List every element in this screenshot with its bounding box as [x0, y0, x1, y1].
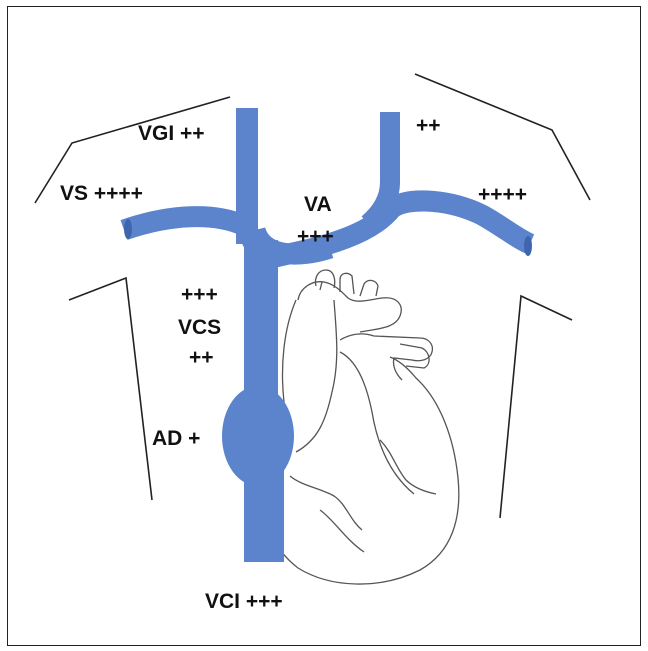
- pulmonary-artery-2: [400, 344, 429, 368]
- inferior-vena-cava: [244, 470, 284, 562]
- label-vs: VS ++++: [60, 182, 143, 205]
- heart-outline: [267, 270, 459, 584]
- pulmonary-artery: [340, 334, 432, 380]
- heart-vessel-2: [380, 440, 436, 494]
- aorta-branch-2: [340, 273, 354, 294]
- jugular-right: [368, 112, 390, 224]
- thorax-outline: [35, 74, 590, 518]
- aorta-arch: [298, 282, 401, 332]
- aorta-branch-3: [360, 280, 378, 296]
- label-vcs-lower: ++: [189, 346, 214, 369]
- label-vcs: VCS: [178, 316, 221, 339]
- superior-vena-cava: [244, 240, 278, 400]
- vs-vein-end: [124, 219, 132, 239]
- label-va: VA: [304, 193, 332, 216]
- label-vgi: VGI ++: [138, 122, 205, 145]
- right-shoulder-line: [415, 74, 590, 200]
- label-vci: VCI +++: [205, 590, 283, 613]
- heart-vessel-1: [290, 476, 362, 530]
- jugular-left: [236, 108, 258, 244]
- right-vein-end: [524, 236, 532, 256]
- aorta-branch-1: [315, 270, 334, 290]
- heart-vessel-3: [320, 510, 364, 552]
- label-va-grade: +++: [297, 225, 334, 248]
- label-left-upper: ++: [416, 114, 441, 137]
- label-ad: AD +: [152, 427, 200, 450]
- heart-inner-1: [296, 300, 337, 452]
- grade-labels: VGI ++ VS ++++ VA +++ ++ ++++ +++ VCS ++…: [60, 114, 527, 613]
- left-chest-line: [69, 278, 152, 500]
- label-left-lateral: ++++: [478, 183, 527, 206]
- heart-inner-2: [340, 352, 414, 494]
- label-vcs-upper: +++: [181, 283, 218, 306]
- right-chest-line: [500, 296, 572, 518]
